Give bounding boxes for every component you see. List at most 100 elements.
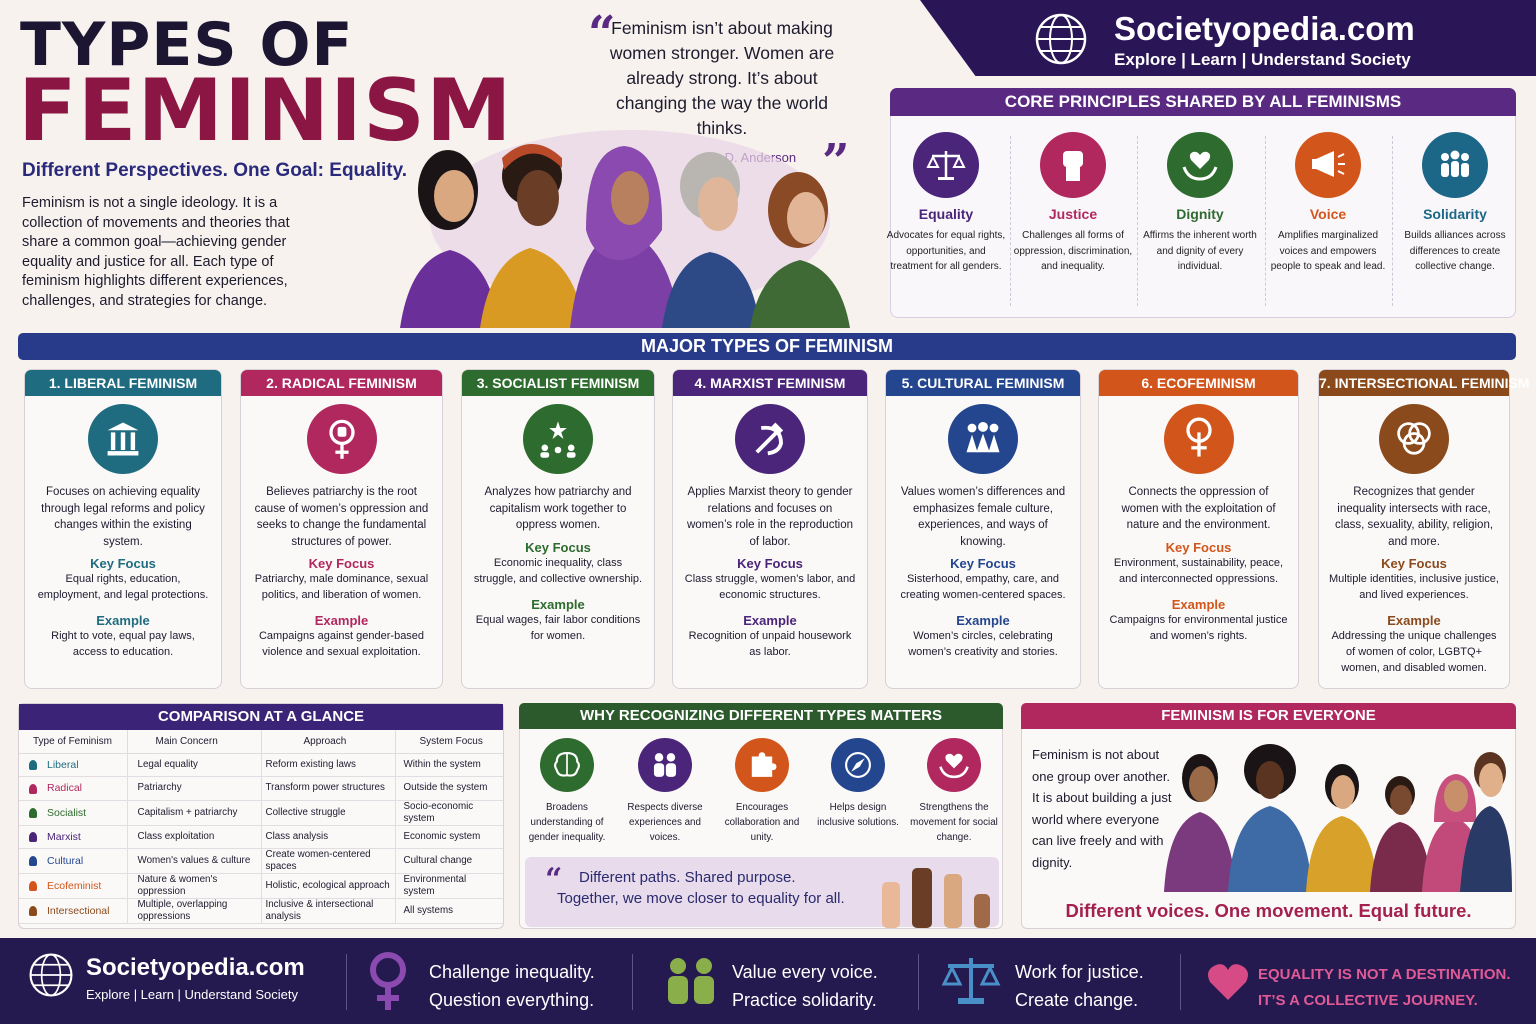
megaphone-icon xyxy=(1312,151,1345,177)
core-divider xyxy=(1010,136,1011,306)
table-row: Cultural Women's values & culture Create… xyxy=(19,848,503,874)
heart-hands-icon xyxy=(939,753,969,779)
type-card-5[interactable]: 5. CULTURAL FEMINISM Values women’s diff… xyxy=(885,369,1081,689)
example-text: Campaigns for environmental justice and … xyxy=(1109,613,1288,642)
why-item-desc: Encourages collaboration and unity. xyxy=(724,802,800,843)
person-icon xyxy=(29,807,37,818)
comparison-table: Type of Feminism Main Concern Approach S… xyxy=(19,730,503,924)
open-quote-icon: “ xyxy=(588,6,616,62)
footer-message-1a: Challenge inequality. xyxy=(429,962,595,982)
type-card-2[interactable]: 2. RADICAL FEMINISM Believes patriarchy … xyxy=(240,369,443,689)
row-system: All systems xyxy=(395,898,503,924)
star-network-icon xyxy=(540,421,576,458)
key-focus-text: Multiple identities, inclusive justice, … xyxy=(1329,573,1499,601)
type-card-desc: Applies Marxist theory to gender relatio… xyxy=(687,486,853,548)
example-label: Example xyxy=(956,613,1010,628)
core-principle-icon xyxy=(913,132,979,198)
everyone-tagline: Different voices. One movement. Equal fu… xyxy=(1065,900,1472,921)
type-card-desc: Connects the oppression of women with th… xyxy=(1121,486,1276,531)
header-system: System Focus xyxy=(395,730,503,754)
why-item-2: Respects diverse experiences and voices. xyxy=(617,738,713,845)
footer-message-4: EQUALITY IS NOT A DESTINATION. IT’S A CO… xyxy=(1258,962,1511,1014)
why-title: WHY RECOGNIZING DIFFERENT TYPES MATTERS xyxy=(519,703,1003,729)
table-row: Intersectional Multiple, overlapping opp… xyxy=(19,898,503,924)
why-quote-line-2: Together, we move closer to equality for… xyxy=(557,890,845,907)
core-principle-desc: Builds alliances across differences to c… xyxy=(1404,230,1506,272)
pillar-icon xyxy=(107,422,139,456)
table-row: Marxist Class exploitation Class analysi… xyxy=(19,825,503,849)
row-approach: Reform existing laws xyxy=(261,753,396,778)
example-text: Campaigns against gender-based violence … xyxy=(258,630,425,658)
type-card-6[interactable]: 6. ECOFEMINISM Connects the oppression o… xyxy=(1098,369,1299,689)
core-divider xyxy=(1137,136,1138,306)
type-card-7[interactable]: 7. INTERSECTIONAL FEMINISM Recognizes th… xyxy=(1318,369,1530,689)
example-label: Example xyxy=(1171,596,1226,612)
compass-icon xyxy=(845,752,871,778)
why-quote-line-1: Different paths. Shared purpose. xyxy=(579,869,796,886)
type-card-title: 1. LIBERAL FEMINISM xyxy=(25,370,221,396)
women-group-icon xyxy=(966,421,1000,453)
footer-brand-name[interactable]: Societyopedia.com xyxy=(86,954,305,981)
why-item-desc: Broadens understanding of gender inequal… xyxy=(528,802,606,843)
example-label: Example xyxy=(96,613,150,628)
header-approach: Approach xyxy=(261,730,396,754)
title-line-1: TYPES OF xyxy=(20,10,354,80)
type-card-icon xyxy=(735,404,805,474)
row-type: Marxist xyxy=(47,830,81,843)
footer-message-2a: Value every voice. xyxy=(732,962,878,982)
tagline: Different Perspectives. One Goal: Equali… xyxy=(22,160,408,181)
row-system: Socio-economic system xyxy=(395,800,503,826)
footer-divider xyxy=(632,954,633,1010)
table-row: Socialist Capitalism + patriarchy Collec… xyxy=(19,800,503,826)
intro-text: Feminism is not a single ideology. It is… xyxy=(22,195,290,309)
core-principle-name: Dignity xyxy=(1176,206,1224,222)
example-text: Women’s circles, celebrating women’s cre… xyxy=(908,630,1058,658)
type-card-title: 4. MARXIST FEMINISM xyxy=(673,370,867,396)
type-card-icon xyxy=(1379,404,1449,474)
quote-text: Feminism isn’t about making women strong… xyxy=(609,18,835,138)
type-card-title: 7. INTERSECTIONAL FEMINISM xyxy=(1319,370,1530,396)
why-quote: Different paths. Shared purpose. Togethe… xyxy=(557,867,845,909)
person-icon xyxy=(29,831,37,842)
scales-icon xyxy=(926,151,966,180)
overlap-circles-icon xyxy=(1397,422,1431,455)
key-focus-label: Key Focus xyxy=(308,556,375,571)
type-card-desc: Analyzes how patriarchy and capitalism w… xyxy=(484,486,632,531)
key-focus-text: Sisterhood, empathy, care, and creating … xyxy=(900,573,1066,601)
group-icon xyxy=(1441,150,1469,177)
type-card-3[interactable]: 3. SOCIALIST FEMINISM Analyzes how patri… xyxy=(461,369,655,689)
core-divider xyxy=(1265,136,1266,306)
key-focus-text: Economic inequality, class struggle, and… xyxy=(473,556,643,585)
footer-message-2b: Practice solidarity. xyxy=(732,990,877,1010)
footer-message-4a: EQUALITY IS NOT A DESTINATION. xyxy=(1258,966,1511,983)
everyone-title: FEMINISM IS FOR EVERYONE xyxy=(1021,703,1516,729)
major-types-title: MAJOR TYPES OF FEMINISM xyxy=(18,333,1516,360)
core-principle-solidarity: Solidarity Builds alliances across diffe… xyxy=(1393,130,1517,275)
footer-message-3b: Create change. xyxy=(1015,990,1139,1010)
example-text: Addressing the unique challenges of wome… xyxy=(1331,630,1497,674)
core-principle-equality: Equality Advocates for equal rights, opp… xyxy=(884,130,1008,275)
brand-name[interactable]: Societyopedia.com xyxy=(1114,10,1415,47)
row-system: Economic system xyxy=(395,825,503,849)
type-card-title: 2. RADICAL FEMINISM xyxy=(241,370,442,396)
type-card-4[interactable]: 4. MARXIST FEMINISM Applies Marxist theo… xyxy=(672,369,868,689)
footer-message-4b: IT’S A COLLECTIVE JOURNEY. xyxy=(1258,992,1478,1009)
type-card-1[interactable]: 1. LIBERAL FEMINISM Focuses on achieving… xyxy=(24,369,222,689)
why-item-5: Strengthens the movement for social chan… xyxy=(906,738,1002,845)
row-system: Environmental system xyxy=(395,873,503,899)
core-principle-name: Justice xyxy=(1048,206,1098,222)
title-line-2: FEMINISM xyxy=(18,61,513,161)
key-focus-label: Key Focus xyxy=(525,539,591,555)
row-type: Intersectional xyxy=(47,904,110,917)
scales-icon xyxy=(941,958,1001,1004)
women-illustration xyxy=(400,130,850,328)
why-item-4: Helps design inclusive solutions. xyxy=(810,738,906,830)
example-label: Example xyxy=(743,613,797,628)
puzzle-icon xyxy=(751,752,777,777)
row-approach: Inclusive & intersectional analysis xyxy=(261,898,396,924)
header-type: Type of Feminism xyxy=(19,730,128,754)
brand-tagline: Explore | Learn | Understand Society xyxy=(1114,50,1411,69)
core-divider xyxy=(1392,136,1393,306)
footer-message-1: Challenge inequality. Question everythin… xyxy=(429,958,595,1014)
row-approach: Transform power structures xyxy=(261,776,396,801)
